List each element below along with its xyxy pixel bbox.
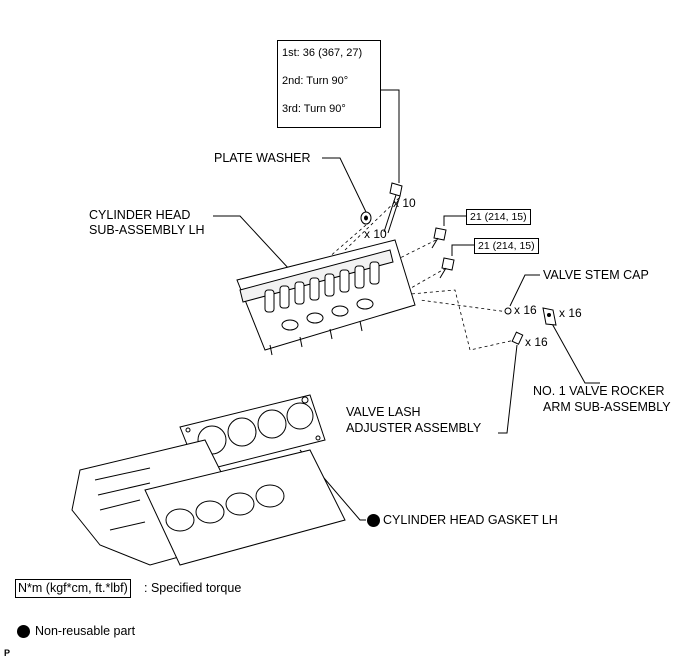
torque-step-2: 2nd: Turn 90° — [282, 75, 349, 87]
leader-torque-main — [380, 89, 400, 183]
rocker-arm-shape — [542, 307, 557, 326]
qty-washer: x 10 — [364, 227, 387, 241]
leader-bolt-lower — [451, 244, 474, 256]
leader-plate-washer — [322, 157, 367, 213]
qty-stem-cap: x 16 — [514, 303, 537, 317]
head-bolt — [383, 182, 403, 234]
figure-code: P — [4, 648, 11, 658]
label-rocker-1: NO. 1 VALVE ROCKER — [533, 384, 665, 398]
valve-stem-cap-shape — [504, 307, 512, 315]
cylinder-head-shape — [236, 239, 416, 356]
label-rocker-2: ARM SUB-ASSEMBLY — [543, 400, 671, 414]
torque-box-bolt-lower: 21 (214, 15) — [474, 238, 539, 254]
leader-cylinder-head — [213, 215, 291, 271]
leader-lash-adjuster — [498, 344, 518, 434]
legend-non-reusable: Non-reusable part — [35, 624, 136, 638]
legend-torque-desc: : Specified torque — [144, 581, 242, 595]
qty-bolt: x 10 — [393, 196, 416, 210]
label-valve-stem-cap: VALVE STEM CAP — [543, 268, 649, 282]
legend-torque-unit: N*m (kgf*cm, ft.*lbf) — [15, 579, 131, 598]
qty-rocker: x 16 — [559, 306, 582, 320]
torque-box-bolt-upper: 21 (214, 15) — [466, 209, 531, 225]
leader-rocker-arm — [549, 319, 600, 384]
lash-adjuster-shape — [511, 331, 524, 345]
label-lash-2: ADJUSTER ASSEMBLY — [346, 421, 482, 435]
non-reusable-icon — [367, 514, 380, 527]
leader-valve-stem-cap — [509, 274, 540, 307]
label-plate-washer: PLATE WASHER — [214, 151, 311, 165]
torque-step-1: 1st: 36 (367, 27) — [282, 47, 363, 59]
label-gasket: CYLINDER HEAD GASKET LH — [383, 513, 558, 527]
torque-step-3: 3rd: Turn 90° — [282, 103, 346, 115]
engine-block-shape — [71, 439, 346, 566]
label-cylinder-head-2: SUB-ASSEMBLY LH — [89, 223, 205, 237]
qty-lash: x 16 — [525, 335, 548, 349]
legend-non-reusable-icon — [17, 625, 30, 638]
torque-spec-box: 1st: 36 (367, 27) 2nd: Turn 90° 3rd: Tur… — [277, 40, 381, 128]
label-lash-1: VALVE LASH — [346, 405, 421, 419]
label-cylinder-head-1: CYLINDER HEAD — [89, 208, 191, 222]
gasket-shape — [179, 394, 326, 473]
leader-bolt-upper — [443, 215, 466, 226]
